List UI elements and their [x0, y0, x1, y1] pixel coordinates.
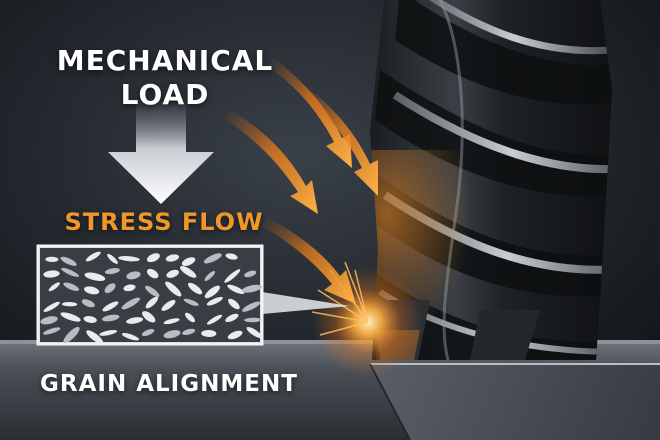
grain-particle	[40, 316, 58, 325]
orange-arrow-icon	[262, 218, 356, 304]
grain-particle	[183, 298, 199, 306]
grain-particle	[43, 327, 61, 335]
orange-arrow-icon	[224, 110, 318, 214]
grain-particle	[83, 316, 97, 323]
grain-particle	[181, 257, 196, 267]
grain-particle	[126, 271, 141, 280]
grain-particle	[204, 285, 220, 299]
grain-particle	[62, 301, 78, 307]
grain-particle	[224, 269, 241, 283]
grain-alignment-inset	[36, 244, 350, 346]
grain-particle	[61, 267, 80, 277]
mechanical-load-label: MECHANICAL LOAD	[40, 44, 290, 112]
stress-flow-label: STRESS FLOW	[64, 208, 264, 236]
grain-particle	[145, 296, 159, 309]
mechanical-load-line2: LOAD	[120, 78, 210, 111]
grain-particle	[185, 312, 195, 323]
grain-particle	[86, 330, 104, 344]
grain-particle	[43, 301, 60, 312]
grain-particle	[244, 317, 262, 323]
grain-particle	[227, 330, 243, 340]
grain-particle	[118, 256, 140, 262]
grain-particle	[85, 251, 101, 262]
grain-particle	[45, 256, 59, 263]
grain-particle	[81, 299, 95, 308]
grain-particle	[165, 281, 182, 297]
grain-particle	[63, 326, 80, 344]
grain-particle	[141, 328, 155, 337]
grain-particle	[107, 253, 118, 264]
grain-particle	[246, 326, 263, 339]
grain-particle	[203, 253, 222, 264]
grain-particle	[228, 298, 240, 310]
grain-particle	[126, 317, 144, 324]
grain-particle	[121, 332, 139, 341]
grain-particle	[201, 329, 217, 338]
grain-particle	[204, 271, 216, 281]
grain-particle	[242, 301, 261, 312]
grain-particle	[142, 311, 156, 323]
grain-particle	[121, 297, 141, 310]
grain-particle	[146, 268, 159, 279]
grain-particle	[60, 312, 81, 322]
grain-particle	[225, 313, 239, 323]
grain-particle	[163, 318, 180, 325]
grain-particle	[166, 269, 179, 278]
grain-particle	[206, 314, 223, 325]
grain-particle	[102, 314, 120, 322]
grain-particle	[227, 284, 245, 294]
grain-particle	[99, 329, 118, 336]
grain-particle	[123, 284, 136, 292]
grain-particle	[63, 282, 80, 291]
grain-particle	[225, 253, 238, 260]
grain-particle	[104, 283, 116, 294]
grain-particle	[163, 330, 181, 339]
grain-particle	[102, 301, 119, 312]
grain-particle	[182, 328, 196, 336]
mechanical-load-line1: MECHANICAL	[56, 44, 274, 77]
grain-particle	[43, 270, 60, 278]
grain-particle	[146, 253, 160, 263]
grain-particle	[241, 284, 263, 293]
grain-particle	[188, 282, 203, 295]
stress-flow-arrows	[224, 58, 378, 304]
grain-particle	[84, 286, 100, 295]
grain-particle	[244, 270, 257, 278]
grain-particle	[48, 282, 60, 292]
grain-particle	[104, 268, 120, 275]
orange-arrow-icon	[300, 86, 378, 196]
grain-particle	[165, 254, 180, 262]
grain-particle	[145, 285, 160, 297]
grain-particle	[206, 296, 223, 306]
down-arrow-icon	[108, 102, 214, 204]
grain-particle	[161, 299, 176, 311]
grain-alignment-label: GRAIN ALIGNMENT	[40, 371, 298, 397]
grain-particle	[84, 272, 106, 282]
orange-arrow-icon	[268, 58, 352, 168]
grain-particle	[180, 266, 197, 278]
grain-particle	[60, 256, 77, 266]
